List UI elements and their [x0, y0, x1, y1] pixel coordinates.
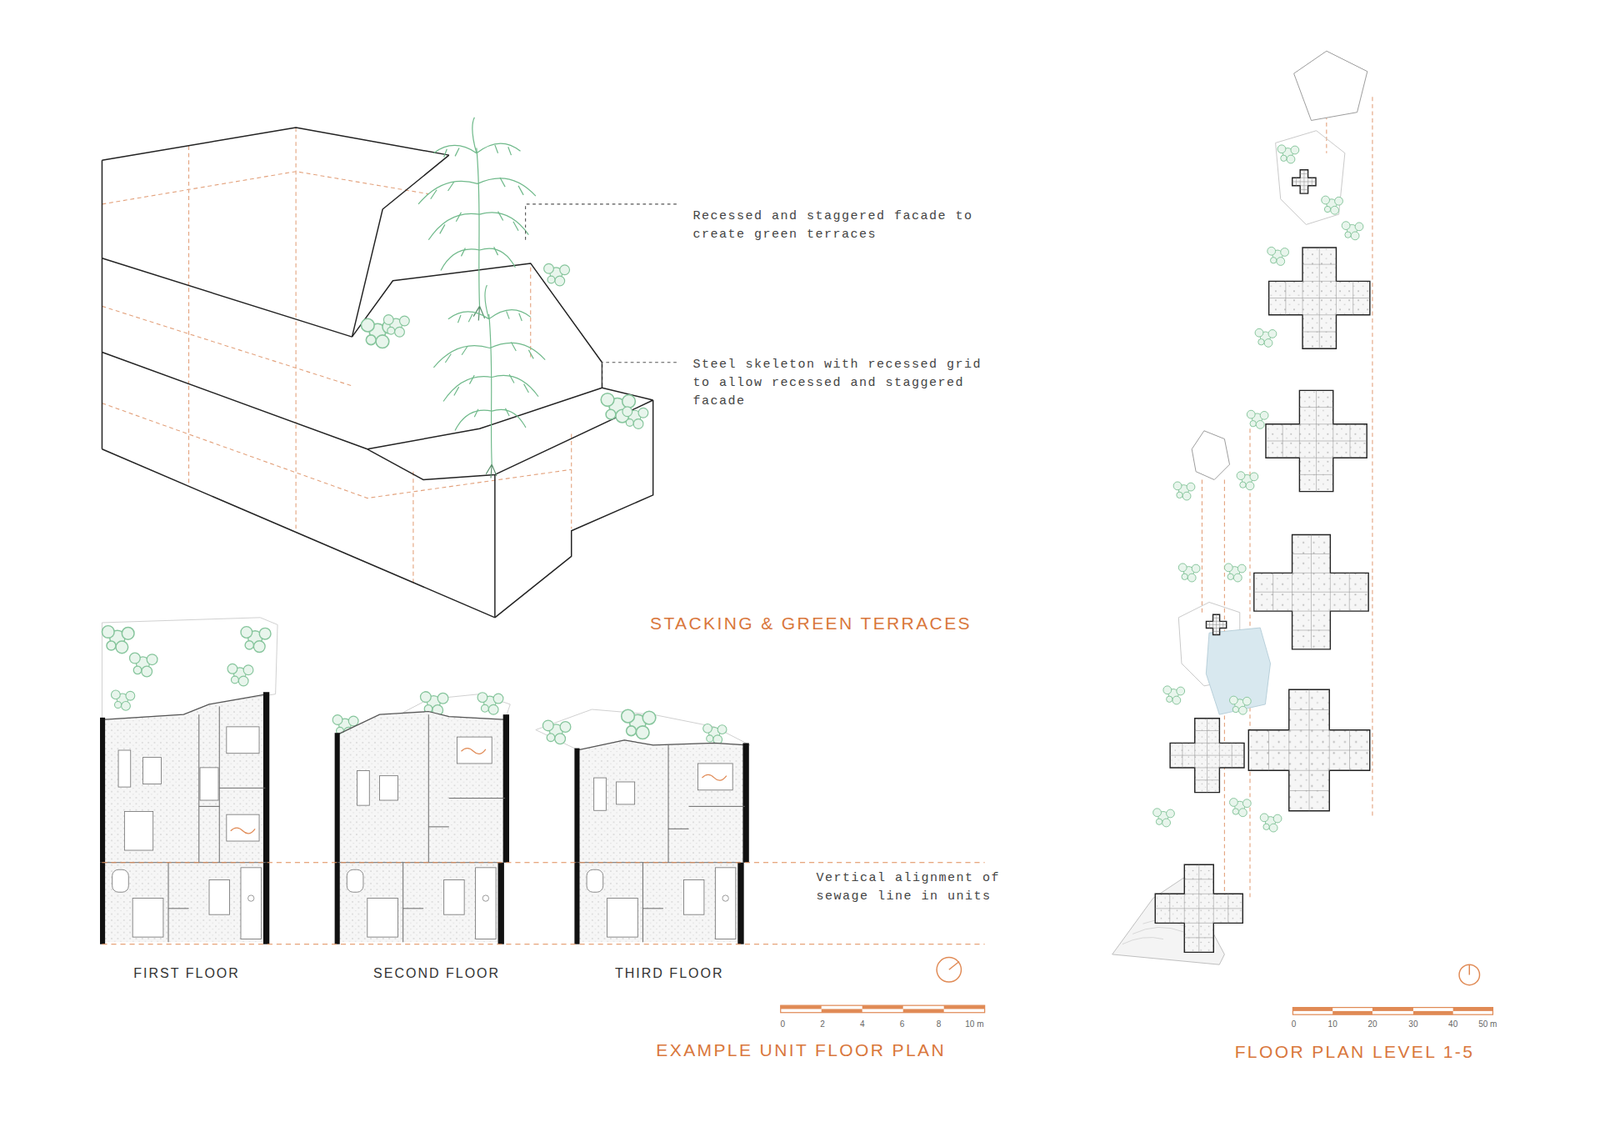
scale-number: 0	[1291, 1019, 1297, 1030]
scale-number: 2	[820, 1019, 825, 1030]
scale-number: 40	[1448, 1019, 1458, 1030]
stacking-axonometric	[101, 117, 679, 618]
section-heading: EXAMPLE UNIT FLOOR PLAN	[655, 1039, 946, 1061]
scale-number: 4	[860, 1019, 865, 1030]
drawing-label: SECOND FLOOR	[373, 965, 500, 982]
scale-number: 30	[1408, 1019, 1418, 1030]
scale-number: 10 m	[965, 1019, 984, 1030]
scale-number: 8	[936, 1019, 942, 1030]
callout-note: Vertical alignment of sewage line in uni…	[816, 869, 1017, 906]
scale-number: 10	[1328, 1019, 1338, 1030]
drawing-label: FIRST FLOOR	[133, 965, 240, 982]
drawing-label: THIRD FLOOR	[615, 965, 724, 982]
scale-number: 20	[1367, 1019, 1377, 1030]
unit-floor-plans	[100, 617, 985, 1013]
section-heading: FLOOR PLAN LEVEL 1-5	[1235, 1040, 1475, 1063]
callout-note: Recessed and staggered facade to create …	[692, 207, 989, 245]
site-floor-plan	[1112, 50, 1494, 1015]
scale-number: 0	[780, 1019, 785, 1030]
section-heading: STACKING & GREEN TERRACES	[650, 612, 972, 635]
scale-number: 6	[900, 1019, 905, 1030]
callout-note: Steel skeleton with recessed grid to all…	[692, 355, 989, 411]
scale-number: 50 m	[1478, 1019, 1497, 1030]
